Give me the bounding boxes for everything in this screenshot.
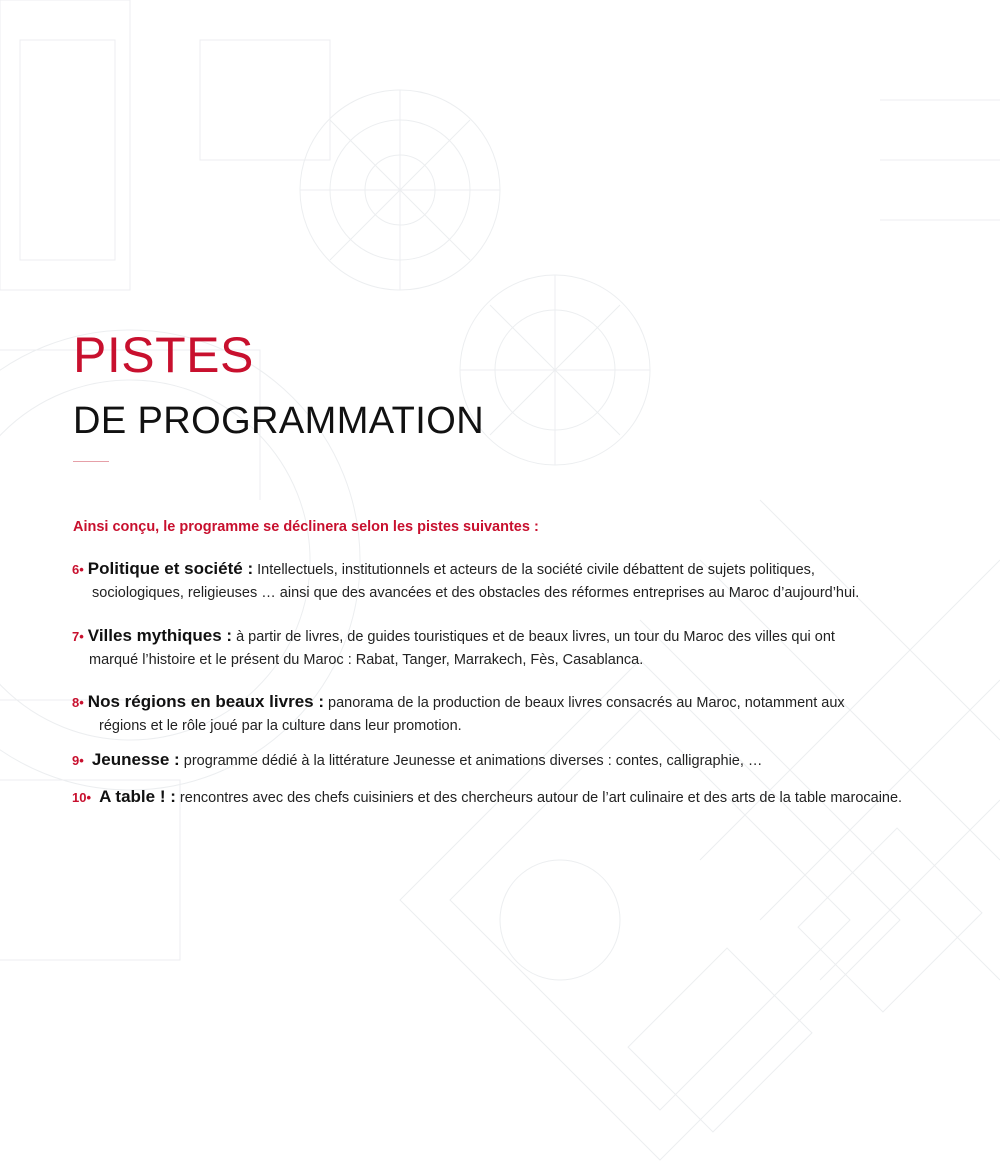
track-number: 7	[72, 629, 80, 644]
bullet-dot: •	[79, 695, 84, 710]
track-item-villes: 7•Villes mythiques : à partir de livres,…	[72, 624, 835, 672]
intro-text: Ainsi conçu, le programme se déclinera s…	[73, 519, 539, 535]
track-title: Villes mythiques :	[87, 626, 233, 645]
track-number: 9	[72, 753, 80, 768]
track-description-continued: sociologiques, religieuses … ainsi que d…	[92, 585, 860, 601]
track-number: 6	[72, 562, 80, 577]
track-description: Intellectuels, institutionnels et acteur…	[257, 562, 815, 578]
track-number: 8	[72, 695, 80, 710]
track-title: Politique et société :	[87, 559, 254, 578]
track-item-jeunesse: 9• Jeunesse : programme dédié à la litté…	[72, 748, 762, 773]
title-underline-divider	[73, 461, 109, 462]
page-title-line1: PISTES	[73, 327, 254, 383]
bullet-dot: •	[79, 629, 84, 644]
track-description: programme dédié à la littérature Jeuness…	[183, 753, 763, 769]
track-title: Jeunesse :	[91, 750, 180, 769]
track-title: Nos régions en beaux livres :	[87, 692, 324, 711]
track-description: à partir de livres, de guides touristiqu…	[236, 629, 835, 645]
bullet-dot: •	[79, 753, 84, 768]
track-item-regions: 8•Nos régions en beaux livres : panorama…	[72, 690, 845, 738]
track-description: rencontres avec des chefs cuisiniers et …	[179, 790, 903, 806]
track-number: 10	[72, 790, 87, 805]
track-description-continued: régions et le rôle joué par la culture d…	[99, 718, 462, 734]
track-description-continued: marqué l’histoire et le présent du Maroc…	[89, 652, 644, 668]
track-title: A table ! :	[99, 787, 176, 806]
bullet-dot: •	[79, 562, 84, 577]
bullet-dot: •	[86, 790, 92, 805]
track-item-a-table: 10• A table ! : rencontres avec des chef…	[72, 785, 902, 810]
track-description: panorama de la production de beaux livre…	[328, 695, 845, 711]
page-title-line2: DE PROGRAMMATION	[73, 400, 485, 442]
track-item-politique: 6•Politique et société : Intellectuels, …	[72, 557, 859, 605]
